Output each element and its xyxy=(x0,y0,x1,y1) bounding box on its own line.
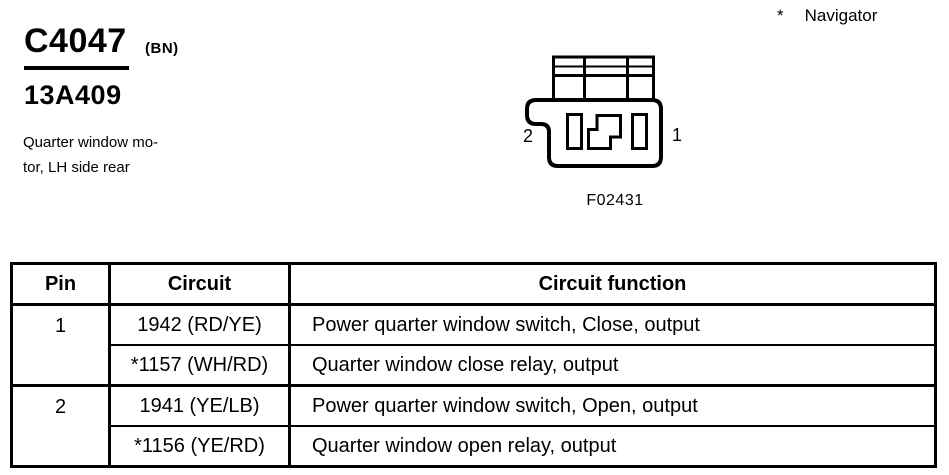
connector-cavity-right xyxy=(631,113,648,150)
connector-suffix: (BN) xyxy=(145,40,179,57)
connector-lock-tab xyxy=(552,55,655,103)
table-row: 1 1942 (RD/YE) Power quarter window swit… xyxy=(10,303,937,387)
circuit-function-cell: Quarter window open relay, output xyxy=(288,425,937,468)
description-line-1: Quarter window mo- xyxy=(23,134,159,151)
figure-number: F02431 xyxy=(586,192,644,209)
part-number: 13A409 xyxy=(24,80,122,110)
connector-description: Quarter window mo- tor, LH side rear xyxy=(23,130,158,180)
vehicle-note-label: Navigator xyxy=(804,6,878,25)
description-line-2: tor, LH side rear xyxy=(23,159,130,176)
table-row: *1156 (YE/RD) Quarter window open relay,… xyxy=(12,425,937,468)
column-header-circuit: Circuit xyxy=(108,262,291,306)
circuit-cell: *1156 (YE/RD) xyxy=(108,425,291,468)
pin-1-label: 1 xyxy=(672,125,683,145)
connector-diagram xyxy=(525,55,663,168)
circuit-function-cell: Power quarter window switch, Close, outp… xyxy=(288,303,937,346)
column-header-circuit-function: Circuit function xyxy=(288,262,937,306)
circuit-cell: 1941 (YE/LB) xyxy=(108,384,291,427)
asterisk-marker: * xyxy=(777,6,784,25)
circuit-function-cell: Power quarter window switch, Open, outpu… xyxy=(288,384,937,427)
connector-id: C4047 xyxy=(24,22,127,60)
circuit-function-cell: Quarter window close relay, output xyxy=(288,344,937,387)
column-header-pin: Pin xyxy=(10,262,111,306)
circuit-cell: *1157 (WH/RD) xyxy=(108,344,291,387)
connector-keyway xyxy=(587,114,622,150)
pin-2-label: 2 xyxy=(523,126,534,146)
connector-cavity-left xyxy=(566,113,583,150)
circuit-cell: 1942 (RD/YE) xyxy=(108,303,291,346)
table-row: *1157 (WH/RD) Quarter window close relay… xyxy=(12,344,937,387)
connector-id-underline xyxy=(24,66,129,70)
vehicle-note: * Navigator xyxy=(777,5,877,27)
pin-number-cell: 1 xyxy=(10,303,111,387)
table-header-row: Pin Circuit Circuit function xyxy=(10,262,937,306)
table-row: 2 1941 (YE/LB) Power quarter window swit… xyxy=(10,384,937,468)
pinout-table: Pin Circuit Circuit function 1 1942 (RD/… xyxy=(10,262,937,468)
pin-number-cell: 2 xyxy=(10,384,111,468)
